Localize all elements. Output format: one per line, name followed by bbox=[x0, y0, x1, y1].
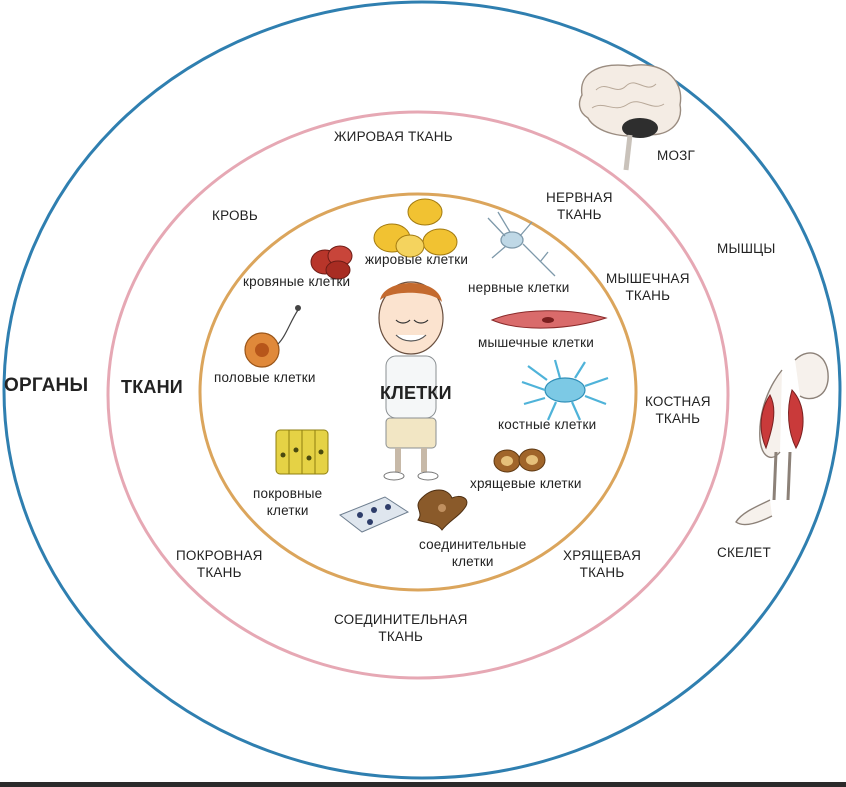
germ-cells-label: половые клетки bbox=[214, 370, 316, 385]
skeleton-label: СКЕЛЕТ bbox=[717, 545, 771, 560]
cells-label: КЛЕТКИ bbox=[380, 383, 452, 403]
muscles-label: МЫШЦЫ bbox=[717, 241, 776, 256]
muscle-cells-illustration bbox=[490, 310, 608, 329]
arm-skeleton-illustration bbox=[735, 352, 829, 526]
cells-ring bbox=[198, 192, 638, 592]
boy-illustration bbox=[378, 281, 444, 481]
blood-cells-illustration bbox=[310, 245, 353, 280]
epithelial-cells-illustration bbox=[275, 429, 329, 475]
connective-tissue-label: СОЕДИНИТЕЛЬНАЯ ТКАНЬ bbox=[334, 612, 468, 644]
connective-cell-illustration bbox=[417, 489, 468, 531]
connective-cells-label: соединительные клетки bbox=[419, 537, 527, 569]
tissues-label: ТКАНИ bbox=[121, 377, 183, 397]
nerve-cell-illustration bbox=[487, 211, 556, 277]
fat-cells-label: жировые клетки bbox=[365, 252, 469, 267]
tissues-ring bbox=[106, 110, 730, 680]
blood-cells-label: кровяные клетки bbox=[243, 274, 351, 289]
epithelial-tissue-label: ПОКРОВНАЯ ТКАНЬ bbox=[176, 548, 263, 580]
muscle-tissue-label: МЫШЕЧНАЯ ТКАНЬ bbox=[606, 271, 690, 303]
brain-illustration bbox=[578, 64, 682, 171]
nerve-tissue-label: НЕРВНАЯ ТКАНЬ bbox=[546, 190, 613, 222]
cartilage-cells-illustration bbox=[493, 448, 546, 473]
bone-tissue-label: КОСТНАЯ ТКАНЬ bbox=[645, 394, 711, 426]
fat-cells-illustration bbox=[373, 198, 458, 258]
brain-label: МОЗГ bbox=[657, 148, 696, 163]
cartilage-cells-label: хрящевые клетки bbox=[470, 476, 582, 491]
nerve-cells-label: нервные клетки bbox=[468, 280, 570, 295]
cartilage-tissue-label: ХРЯЩЕВАЯ ТКАНЬ bbox=[563, 548, 642, 580]
blood-tissue-label: КРОВЬ bbox=[212, 208, 258, 223]
organs-label: ОРГАНЫ bbox=[4, 375, 89, 396]
bottom-border bbox=[0, 782, 846, 787]
fat-tissue-label: ЖИРОВАЯ ТКАНЬ bbox=[334, 129, 453, 144]
epithelial-cells-label: покровные клетки bbox=[253, 486, 323, 518]
bone-cell-illustration bbox=[521, 359, 609, 421]
connective-sheet-illustration bbox=[339, 496, 410, 533]
bone-cells-label: костные клетки bbox=[498, 417, 597, 432]
germ-cell-illustration bbox=[244, 305, 301, 368]
muscle-cells-label: мышечные клетки bbox=[478, 335, 594, 350]
